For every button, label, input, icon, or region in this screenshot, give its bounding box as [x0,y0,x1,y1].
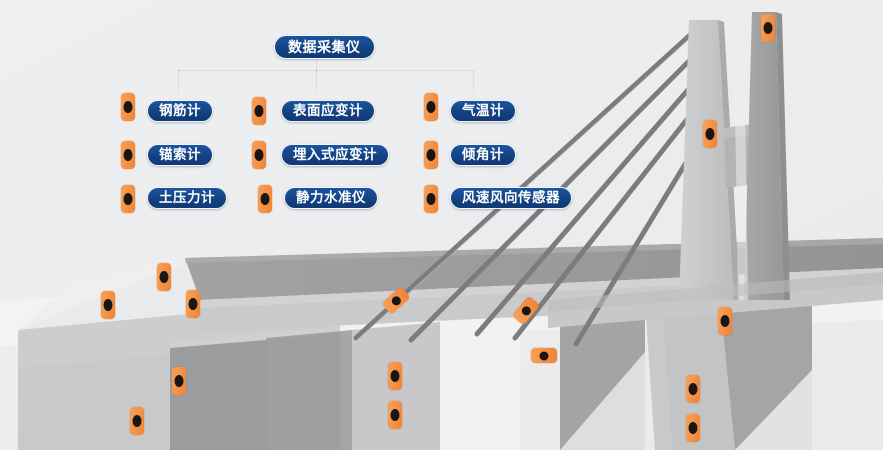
sensor-dot [260,193,270,205]
sensor-dot [188,298,198,310]
sensor-dot [123,101,133,113]
sensor-dot [390,370,400,382]
tower-right-edge [776,12,790,300]
tower-right-top-sensor-icon [761,14,775,42]
sensor-dot [389,294,403,307]
sensor-dot [426,101,436,113]
sensor-dot [174,375,184,387]
data-acquisition-title-badge[interactable]: 数据采集仪 [274,35,375,59]
legend-label-0-1[interactable]: 锚索计 [147,144,213,166]
sensor-dot [390,409,400,421]
legend-label-2-2[interactable]: 风速风向传感器 [450,187,572,209]
connector-rail [178,70,474,71]
sensor-dot [426,193,436,205]
pier-mid-lower-sensor-icon [388,401,402,429]
connector-drop-right [473,70,474,92]
sensor-dot [426,149,436,161]
deck-left-top-c-sensor-icon [186,290,200,318]
sensor-dot [123,193,133,205]
pier-mid-upper-sensor-icon [388,362,402,390]
legend-sensor-icon-0-1 [121,141,135,169]
sensor-dot [720,315,730,327]
legend-label-1-2[interactable]: 静力水准仪 [284,187,378,209]
deck-under-center-sensor-icon [531,348,557,363]
pier-right-lower-sensor-icon [686,414,700,442]
legend-sensor-icon-1-0 [252,97,266,125]
sensor-dot [688,383,698,395]
abutment-left-face-sensor-icon [130,407,144,435]
tower-left-mid-sensor-icon [703,120,717,148]
pier-right-upper-sensor-icon [686,375,700,403]
legend-label-1-1[interactable]: 埋入式应变计 [281,144,389,166]
connector-drop-left [178,70,179,92]
sensor-dot [519,304,533,317]
legend-sensor-icon-1-2 [258,185,272,213]
legend-label-0-0[interactable]: 钢筋计 [147,100,213,122]
sensor-dot [763,22,773,34]
sensor-dot [539,351,549,360]
legend-label-2-1[interactable]: 倾角计 [450,144,516,166]
legend-sensor-icon-2-2 [424,185,438,213]
legend-sensor-icon-2-1 [424,141,438,169]
sensor-dot [123,149,133,161]
sensor-dot [254,105,264,117]
legend-sensor-icon-1-1 [252,141,266,169]
legend-label-2-0[interactable]: 气温计 [450,100,516,122]
deck-left-side-a-sensor-icon [172,367,186,395]
sensor-dot [159,271,169,283]
sensor-dot [688,422,698,434]
tower-right [744,12,784,300]
connector-stem [316,58,317,70]
tower-left [679,20,734,300]
legend-sensor-icon-0-0 [121,93,135,121]
deck-left-top-a-sensor-icon [101,291,115,319]
sensor-dot [103,299,113,311]
sensor-dot [705,128,715,140]
connector-drop-middle [316,70,317,92]
sensor-dot [254,149,264,161]
pylon-base-right-sensor-icon [718,307,732,335]
legend-label-0-2[interactable]: 土压力计 [147,187,227,209]
deck-left-top-b-sensor-icon [157,263,171,291]
legend-label-1-0[interactable]: 表面应变计 [281,100,375,122]
sensor-dot [132,415,142,427]
legend-sensor-icon-2-0 [424,93,438,121]
legend-sensor-icon-0-2 [121,185,135,213]
